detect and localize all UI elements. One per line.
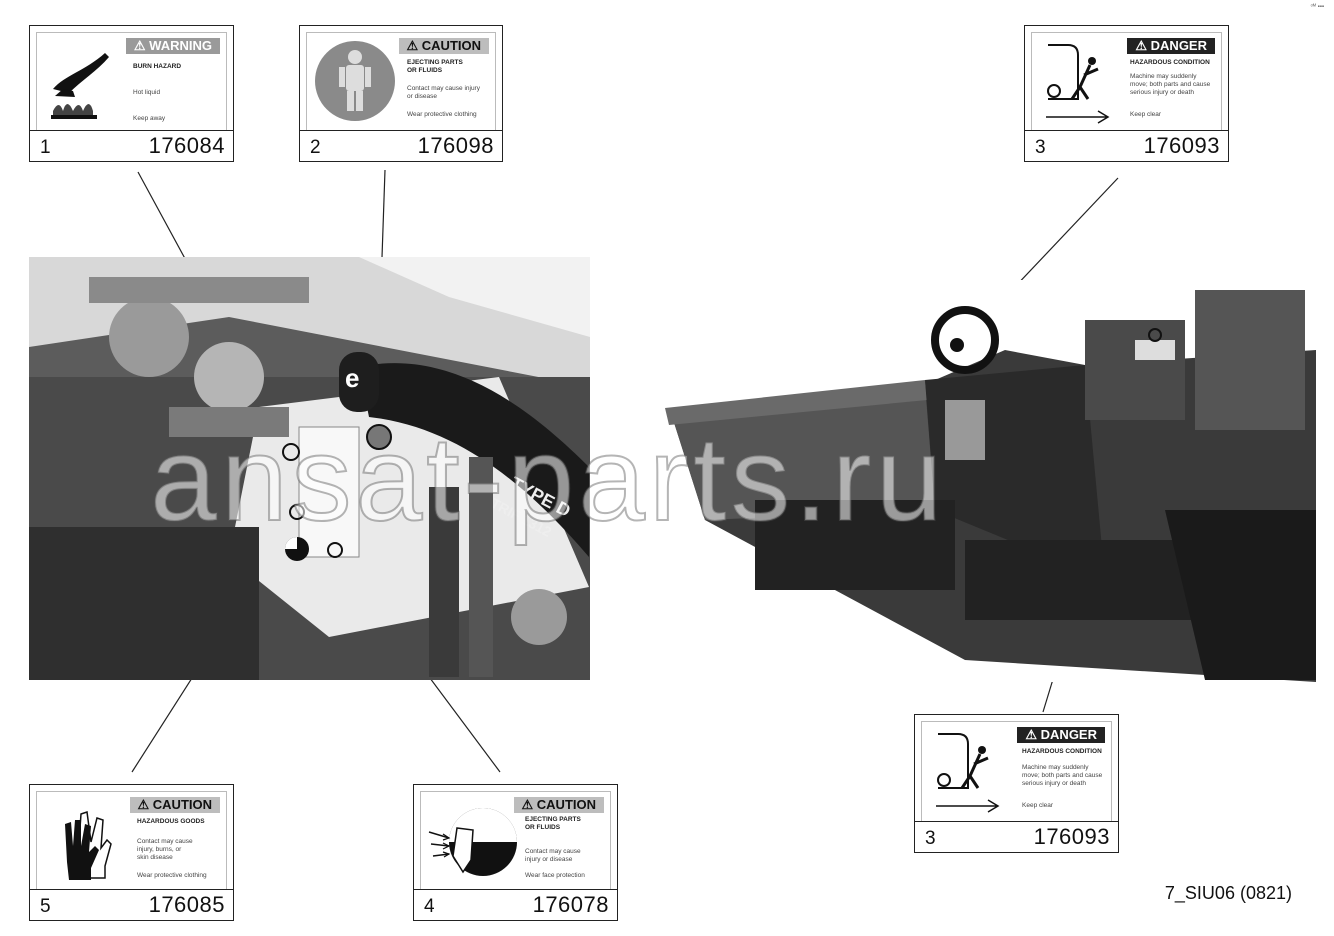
divider	[300, 130, 502, 131]
decal-line: injury, burns, or	[137, 846, 182, 853]
decal-face: ⚠ CAUTION EJECTING PARTS OR FLUIDS Conta…	[420, 791, 611, 890]
decal-line: Wear face protection	[525, 872, 585, 879]
callout-number: 1	[40, 137, 51, 158]
decal-line: Keep clear	[1130, 111, 1162, 118]
decal-176084: ⚠ WARNING BURN HAZARD Hot liquid Keep aw…	[29, 25, 234, 162]
callout-number: 5	[40, 896, 51, 917]
decal-line: skin disease	[137, 854, 173, 861]
decal-176093-bottom: ⚠ DANGER HAZARDOUS CONDITION Machine may…	[914, 714, 1119, 853]
signal-word-danger: ⚠ DANGER	[1127, 38, 1215, 54]
decal-176078: ⚠ CAUTION EJECTING PARTS OR FLUIDS Conta…	[413, 784, 618, 921]
divider	[30, 130, 233, 131]
divider	[1025, 130, 1228, 131]
part-number: 176085	[148, 892, 225, 917]
part-number: 176093	[1143, 133, 1220, 158]
decal-line: Wear protective clothing	[407, 111, 477, 118]
decal-176085: ⚠ CAUTION HAZARDOUS GOODS Contact may ca…	[29, 784, 234, 921]
callout-number: 3	[1035, 137, 1046, 158]
decal-176093-top: ⚠ DANGER HAZARDOUS CONDITION Machine may…	[1024, 25, 1229, 162]
crush-hazard-icon	[936, 733, 1000, 813]
decal-line: serious injury or death	[1022, 780, 1086, 787]
decal-line: Machine may suddenly	[1022, 764, 1089, 771]
decal-title: EJECTING PARTS OR FLUIDS	[407, 59, 463, 74]
ejecting-parts-icon	[428, 808, 517, 876]
decal-line: serious injury or death	[1130, 89, 1194, 96]
hose-letter: e	[345, 363, 359, 393]
crush-hazard-icon	[1046, 44, 1110, 124]
burn-hazard-icon	[51, 53, 109, 119]
decal-line: Machine may suddenly	[1130, 73, 1197, 80]
decal-176098: ⚠ CAUTION EJECTING PARTS OR FLUIDS Conta…	[299, 25, 503, 162]
signal-word-caution: ⚠ CAUTION	[398, 38, 489, 54]
decal-line: injury or disease	[525, 856, 573, 863]
corner-mark: ᵒᴹ ▪▪▪	[1310, 4, 1324, 10]
callout-number: 2	[310, 137, 321, 158]
decal-title: HAZARDOUS CONDITION	[1130, 59, 1210, 66]
gloves-icon	[65, 811, 112, 880]
callout-number: 4	[424, 896, 435, 917]
decal-line: or disease	[407, 93, 437, 100]
figure-code: 7_SIU06 (0821)	[1164, 883, 1292, 903]
signal-word-caution: ⚠ CAUTION	[513, 797, 604, 813]
signal-word-danger: ⚠ DANGER	[1017, 727, 1105, 743]
right-machine-photo	[665, 280, 1316, 682]
decal-title: EJECTING PARTS OR FLUIDS	[525, 816, 581, 831]
divider	[414, 889, 617, 890]
decal-line: Keep away	[133, 115, 166, 122]
divider	[915, 821, 1118, 822]
decal-line: Keep clear	[1022, 802, 1054, 809]
decal-face: ⚠ DANGER HAZARDOUS CONDITION Machine may…	[1031, 32, 1222, 131]
protective-clothing-icon	[315, 41, 395, 121]
signal-word-warning: ⚠ WARNING	[125, 38, 220, 54]
decal-title: BURN HAZARD	[133, 63, 182, 70]
decal-line: Contact may cause injury	[407, 85, 480, 92]
decal-line: move; both parts and cause	[1022, 772, 1103, 779]
divider	[30, 889, 233, 890]
part-number: 176084	[148, 133, 225, 158]
decal-face: ⚠ CAUTION EJECTING PARTS OR FLUIDS Conta…	[306, 32, 496, 131]
callout-number: 3	[925, 828, 936, 849]
decal-line: Contact may cause	[137, 838, 193, 845]
decal-line: move; both parts and cause	[1130, 81, 1211, 88]
signal-word-caution: ⚠ CAUTION	[129, 797, 220, 813]
decal-title: HAZARDOUS CONDITION	[1022, 748, 1102, 755]
decal-face: ⚠ DANGER HAZARDOUS CONDITION Machine may…	[921, 721, 1112, 822]
part-number: 176093	[1033, 824, 1110, 849]
part-number: 176098	[417, 133, 494, 158]
decal-line: Contact may cause	[525, 848, 581, 855]
decal-title: HAZARDOUS GOODS	[137, 818, 205, 825]
decal-face: ⚠ WARNING BURN HAZARD Hot liquid Keep aw…	[36, 32, 227, 131]
decal-face: ⚠ CAUTION HAZARDOUS GOODS Contact may ca…	[36, 791, 227, 890]
left-machine-photo: e TYPE D TRIF 1312	[29, 257, 590, 680]
decal-line: Wear protective clothing	[137, 872, 207, 879]
decal-line: Hot liquid	[133, 89, 161, 96]
part-number: 176078	[532, 892, 609, 917]
